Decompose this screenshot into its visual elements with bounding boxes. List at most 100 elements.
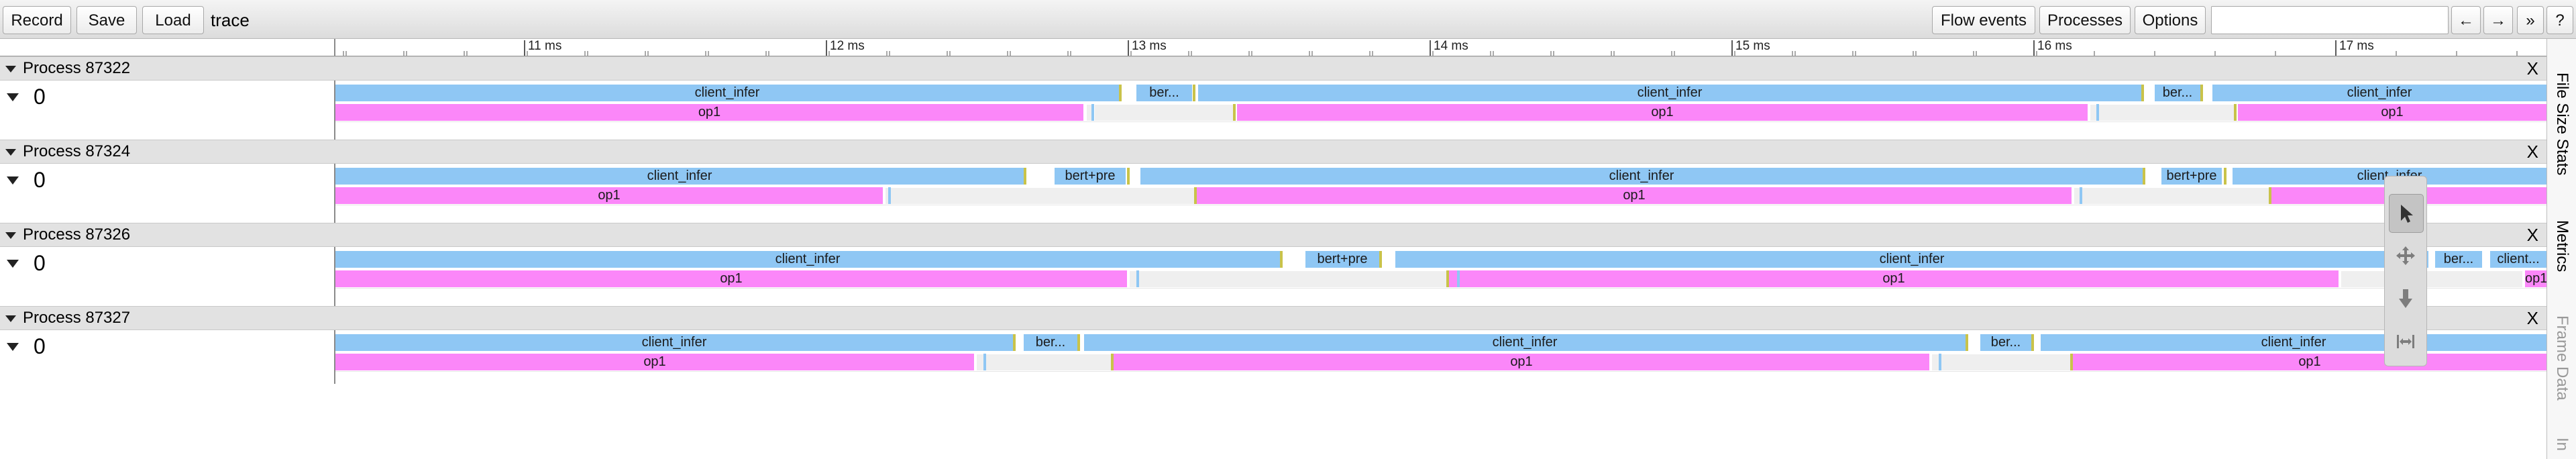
close-process-button[interactable]: X	[2526, 225, 2538, 245]
trace-slice[interactable]: op1	[2525, 270, 2546, 287]
process-header[interactable]: Process 87326 X	[0, 223, 2546, 247]
trace-slice-marker[interactable]	[2031, 334, 2034, 351]
tab-metrics[interactable]: Metrics	[2553, 220, 2571, 272]
trace-slice[interactable]: op1	[1237, 104, 2088, 121]
collapse-triangle-icon[interactable]	[7, 343, 19, 351]
trace-slice[interactable]: ber...	[2155, 85, 2200, 101]
pan-mode-button[interactable]	[2389, 237, 2422, 274]
trace-slice-marker[interactable]	[983, 354, 986, 370]
trace-slice[interactable]: client_infer	[1140, 168, 2143, 185]
collapse-triangle-icon[interactable]	[5, 315, 16, 322]
trace-slice[interactable]: client...	[2490, 251, 2546, 268]
trace-slice[interactable]: ber...	[1024, 334, 1077, 351]
zoom-mode-button[interactable]	[2389, 280, 2422, 317]
trace-slice-marker[interactable]	[2143, 168, 2145, 185]
process-header[interactable]: Process 87327 X	[0, 306, 2546, 330]
flow-events-button[interactable]: Flow events	[1932, 6, 2035, 34]
trace-slice-marker[interactable]	[1119, 85, 1122, 101]
options-button[interactable]: Options	[2135, 6, 2206, 34]
trace-slice-marker[interactable]	[1939, 354, 1941, 370]
collapse-triangle-icon[interactable]	[7, 176, 19, 185]
trace-slice-marker[interactable]	[2141, 85, 2144, 101]
trace-slice[interactable]: client_infer	[335, 251, 1280, 268]
collapse-triangle-icon[interactable]	[5, 66, 16, 72]
trace-slice[interactable]: op1	[1197, 187, 2072, 204]
collapse-triangle-icon[interactable]	[5, 149, 16, 156]
trace-slice-marker[interactable]	[1111, 354, 1114, 370]
collapse-triangle-icon[interactable]	[7, 260, 19, 268]
trace-slice[interactable]: op1	[335, 270, 1127, 287]
trace-slice-marker[interactable]	[2269, 187, 2271, 204]
trace-slice-marker[interactable]	[2096, 104, 2099, 121]
trace-slice[interactable]: ber...	[2435, 251, 2482, 268]
trace-slice[interactable]: ber...	[1136, 85, 1192, 101]
expand-sidepanel-button[interactable]: »	[2517, 6, 2544, 34]
trace-slice[interactable]: op1	[335, 354, 974, 370]
close-process-button[interactable]: X	[2526, 142, 2538, 162]
trace-slice[interactable]: op1	[2238, 104, 2546, 121]
trace-slice-marker[interactable]	[1194, 187, 1197, 204]
help-button[interactable]: ?	[2546, 6, 2573, 34]
collapse-triangle-icon[interactable]	[5, 232, 16, 239]
trace-slice[interactable]: client_infer	[1395, 251, 2428, 268]
trace-slice-marker[interactable]	[1024, 168, 1026, 185]
trace-slice-marker[interactable]	[1457, 270, 1460, 287]
trace-slice[interactable]: client_infer	[2041, 334, 2546, 351]
record-button[interactable]: Record	[3, 6, 71, 34]
tab-input-latency[interactable]: In	[2553, 438, 2571, 452]
tab-frame-data[interactable]: Frame Data	[2553, 315, 2571, 401]
trace-slice-marker[interactable]	[1379, 251, 1382, 268]
trace-slice[interactable]: op1	[1114, 354, 1929, 370]
trace-slice-marker[interactable]	[1091, 104, 1094, 121]
thread-track[interactable]: client_infer ber... client_infer ber... clie…	[335, 330, 2546, 384]
trace-slice[interactable]: bert+pre	[1305, 251, 1379, 268]
trace-slice[interactable]: client_infer	[335, 334, 1013, 351]
thread-label[interactable]: 0	[0, 164, 335, 223]
trace-slice-marker[interactable]	[1233, 104, 1236, 121]
thread-track[interactable]: client_infer ber... client_infer ber... clie…	[335, 81, 2546, 140]
close-process-button[interactable]: X	[2526, 58, 2538, 79]
trace-slice-marker[interactable]	[1193, 85, 1195, 101]
find-previous-button[interactable]: ←	[2451, 6, 2481, 34]
process-header[interactable]: Process 87324 X	[0, 140, 2546, 164]
trace-slice-marker[interactable]	[1127, 168, 1130, 185]
processes-button[interactable]: Processes	[2039, 6, 2131, 34]
trace-slice-marker[interactable]	[2070, 354, 2073, 370]
thread-track[interactable]: client_infer bert+pre client_infer bert+pre…	[335, 164, 2546, 223]
trace-slice-marker[interactable]	[1013, 334, 1016, 351]
trace-slice-marker[interactable]	[1280, 251, 1283, 268]
trace-slice[interactable]: bert+pre	[2161, 168, 2222, 185]
thread-label[interactable]: 0	[0, 81, 335, 140]
save-button[interactable]: Save	[76, 6, 137, 34]
collapse-triangle-icon[interactable]	[7, 93, 19, 101]
thread-track[interactable]: client_infer bert+pre client_infer ber... cl…	[335, 247, 2546, 306]
timing-mode-button[interactable]	[2389, 323, 2422, 360]
trace-slice-marker[interactable]	[1446, 270, 1449, 287]
trace-slice[interactable]: client_infer	[335, 85, 1119, 101]
trace-slice-marker[interactable]	[1077, 334, 1080, 351]
trace-slice[interactable]: op1	[2073, 354, 2546, 370]
trace-slice[interactable]: client_infer	[2212, 85, 2546, 101]
find-next-button[interactable]: →	[2483, 6, 2513, 34]
trace-slice-marker[interactable]	[1136, 270, 1139, 287]
trace-slice[interactable]: op1	[335, 104, 1083, 121]
trace-slice[interactable]: ber...	[1980, 334, 2031, 351]
trace-slice[interactable]: op1	[335, 187, 883, 204]
find-input[interactable]	[2211, 6, 2449, 34]
selection-mode-button[interactable]	[2389, 194, 2424, 233]
trace-slice[interactable]: client_infer	[1084, 334, 1966, 351]
close-process-button[interactable]: X	[2526, 308, 2538, 328]
trace-slice-marker[interactable]	[1966, 334, 1968, 351]
thread-label[interactable]: 0	[0, 247, 335, 306]
trace-slice[interactable]: bert+pre	[1055, 168, 1126, 185]
trace-slice-marker[interactable]	[2234, 104, 2237, 121]
trace-slice-marker[interactable]	[888, 187, 891, 204]
trace-slice[interactable]: client_infer	[335, 168, 1024, 185]
tab-file-size-stats[interactable]: File Size Stats	[2553, 72, 2571, 176]
trace-slice-marker[interactable]	[2200, 85, 2203, 101]
trace-slice[interactable]: client_infer	[1198, 85, 2141, 101]
mouse-mode-selector[interactable]	[2384, 176, 2427, 366]
trace-slice-marker[interactable]	[2224, 168, 2226, 185]
trace-slice-marker[interactable]	[2080, 187, 2082, 204]
